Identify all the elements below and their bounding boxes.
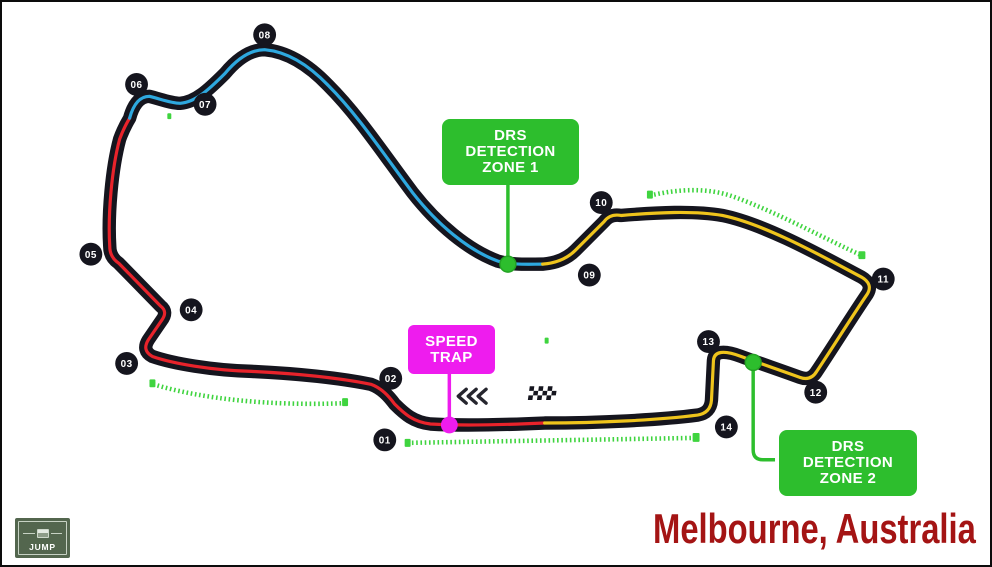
direction-chevrons-icon [456, 387, 488, 405]
drs-zone-dashes [152, 187, 863, 446]
sector-1-red-line [107, 116, 547, 427]
corner-number: 10 [595, 198, 607, 209]
speed-trap-dot [440, 416, 458, 434]
corner-badge-06: 06 [125, 72, 148, 96]
corner-number: 13 [702, 337, 714, 348]
jump-button[interactable]: JUMP [15, 518, 70, 558]
corner-badge-12: 12 [804, 380, 828, 404]
corner-number: 12 [810, 388, 822, 399]
corner-number: 02 [385, 374, 397, 385]
drs-detection-zone-2-label: DRS DETECTION ZONE 2 [779, 430, 917, 496]
jump-icon [36, 529, 49, 538]
corner-badge-01: 01 [373, 428, 397, 452]
sector-2-blue-line [128, 48, 545, 266]
drs-dash-line-left [152, 382, 346, 407]
drs-detection-zone-1-label: DRS DETECTION ZONE 1 [442, 119, 579, 185]
drs-dash-endpoints [149, 113, 866, 447]
corner-number: 14 [720, 423, 732, 434]
corner-number: 01 [379, 435, 391, 446]
corner-number: 03 [121, 359, 133, 370]
corner-badge-10: 10 [589, 191, 613, 214]
corner-number: 09 [583, 271, 595, 282]
corner-badge-07: 07 [193, 92, 217, 116]
jump-button-frame: JUMP [18, 521, 67, 555]
drs-zone-2-stem [751, 367, 776, 462]
drs-detection-1-dot [499, 255, 517, 273]
corner-number: 06 [131, 80, 143, 91]
corner-number: 07 [199, 100, 211, 111]
corner-badges: 01 02 03 04 05 06 07 08 09 10 11 12 13 14 [79, 23, 895, 452]
corner-number: 04 [185, 305, 197, 316]
jump-button-ornament [23, 529, 62, 538]
corner-badge-05: 05 [79, 242, 103, 266]
corner-badge-04: 04 [179, 298, 203, 322]
jump-button-label: JUMP [29, 542, 56, 552]
drs-detection-2-dot [744, 353, 762, 372]
corner-badge-11: 11 [871, 267, 895, 291]
corner-badge-09: 09 [577, 263, 601, 287]
corner-badge-03: 03 [115, 352, 139, 375]
start-finish-checkered-flag-icon [527, 386, 557, 400]
corner-number: 08 [259, 30, 271, 41]
corner-badge-02: 02 [379, 366, 403, 390]
corner-number: 05 [85, 250, 97, 261]
sector-3-yellow-line [541, 210, 871, 425]
corner-badge-08: 08 [253, 23, 277, 47]
speed-trap-label: SPEED TRAP [408, 325, 495, 374]
corner-badge-13: 13 [697, 330, 720, 354]
corner-number: 11 [878, 275, 889, 286]
location-caption: Melbourne, Australia [653, 505, 976, 552]
drs-dash-line-bottom [407, 435, 696, 446]
corner-badge-14: 14 [714, 415, 738, 439]
